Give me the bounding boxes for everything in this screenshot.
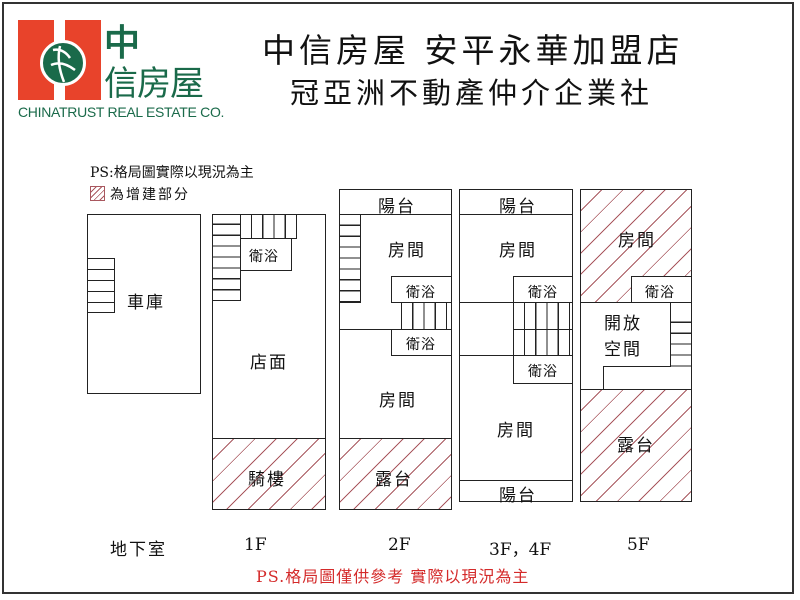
divider-line bbox=[459, 355, 513, 356]
room-bathroom bbox=[241, 238, 292, 271]
room-balcony bbox=[459, 189, 573, 215]
stairs-icon bbox=[391, 303, 452, 330]
room-bedroom: 房間 bbox=[388, 241, 426, 261]
room-balcony bbox=[339, 189, 452, 215]
room-terrace-label: 露台 bbox=[375, 470, 413, 490]
stairs-icon bbox=[212, 214, 241, 301]
logo-chinese-bottom: 信房屋 bbox=[104, 64, 204, 104]
room-bathroom-label: 衛浴 bbox=[645, 285, 675, 301]
room-balcony-label: 陽台 bbox=[378, 197, 416, 217]
room-garage: 車庫 bbox=[127, 293, 165, 313]
room-storefront: 店面 bbox=[250, 353, 288, 373]
room-arcade-label: 騎樓 bbox=[248, 470, 286, 490]
room-bedroom: 房間 bbox=[499, 241, 537, 261]
logo-mark-icon bbox=[18, 20, 101, 100]
logo-english-name: CHINATRUST REAL ESTATE CO. bbox=[18, 104, 225, 120]
floor-label-5f: 5F bbox=[627, 535, 650, 555]
floor-label-3f-4f: 3F，4F bbox=[489, 540, 552, 560]
divider-line bbox=[513, 329, 573, 330]
page-title: 中信房屋 安平永華加盟店 bbox=[262, 31, 684, 70]
legend-hatch-swatch bbox=[90, 186, 105, 201]
room-bathroom-label: 衛浴 bbox=[528, 285, 558, 301]
room-bathroom-label: 衛浴 bbox=[406, 285, 436, 301]
page-frame bbox=[2, 2, 794, 594]
room-terrace bbox=[339, 438, 452, 510]
floor-label-2f: 2F bbox=[388, 535, 411, 555]
room-bathroom-label: 衛浴 bbox=[528, 364, 558, 380]
divider-line bbox=[459, 302, 513, 303]
stairs-icon bbox=[241, 214, 297, 239]
legend-hatch-label: 為增建部分 bbox=[110, 187, 190, 203]
stairs-icon bbox=[339, 215, 361, 303]
wall-line bbox=[603, 366, 670, 390]
floor-label-1f: 1F bbox=[244, 535, 267, 555]
page-subtitle: 冠亞洲不動產仲介企業社 bbox=[290, 76, 654, 110]
room-bathroom-label: 衛浴 bbox=[249, 249, 279, 265]
room-bathroom-label: 衛浴 bbox=[406, 337, 436, 353]
wall-line bbox=[670, 302, 671, 312]
stairs-icon bbox=[670, 312, 692, 367]
room-balcony-label: 陽台 bbox=[499, 197, 537, 217]
room-open-space-label: 開放 bbox=[604, 314, 642, 334]
room-bedroom: 房間 bbox=[618, 231, 656, 251]
room-terrace-label: 露台 bbox=[617, 436, 655, 456]
floor-label-basement: 地下室 bbox=[110, 540, 167, 560]
room-bathroom bbox=[391, 276, 452, 303]
room-balcony-label: 陽台 bbox=[499, 486, 537, 506]
room-balcony bbox=[459, 480, 573, 502]
room-terrace bbox=[580, 389, 692, 502]
footer-disclaimer: PS.格局圖僅供參考 實際以現況為主 bbox=[256, 567, 530, 586]
room-bedroom: 房間 bbox=[497, 421, 535, 441]
room-bathroom bbox=[391, 329, 452, 356]
room-arcade bbox=[212, 438, 326, 510]
logo: 中 信房屋 CHINATRUST REAL ESTATE CO. bbox=[18, 20, 224, 120]
room-bedroom: 房間 bbox=[379, 391, 417, 411]
stairs-icon bbox=[87, 258, 115, 313]
legend-note: PS:格局圖實際以現況為主 bbox=[90, 165, 254, 181]
floorplan-basement bbox=[87, 214, 201, 394]
logo-chinese-top: 中 bbox=[104, 23, 141, 64]
room-bathroom bbox=[631, 276, 692, 303]
divider-line bbox=[339, 329, 391, 330]
room-open-space-label: 空間 bbox=[604, 340, 642, 360]
room-bathroom bbox=[513, 355, 573, 384]
